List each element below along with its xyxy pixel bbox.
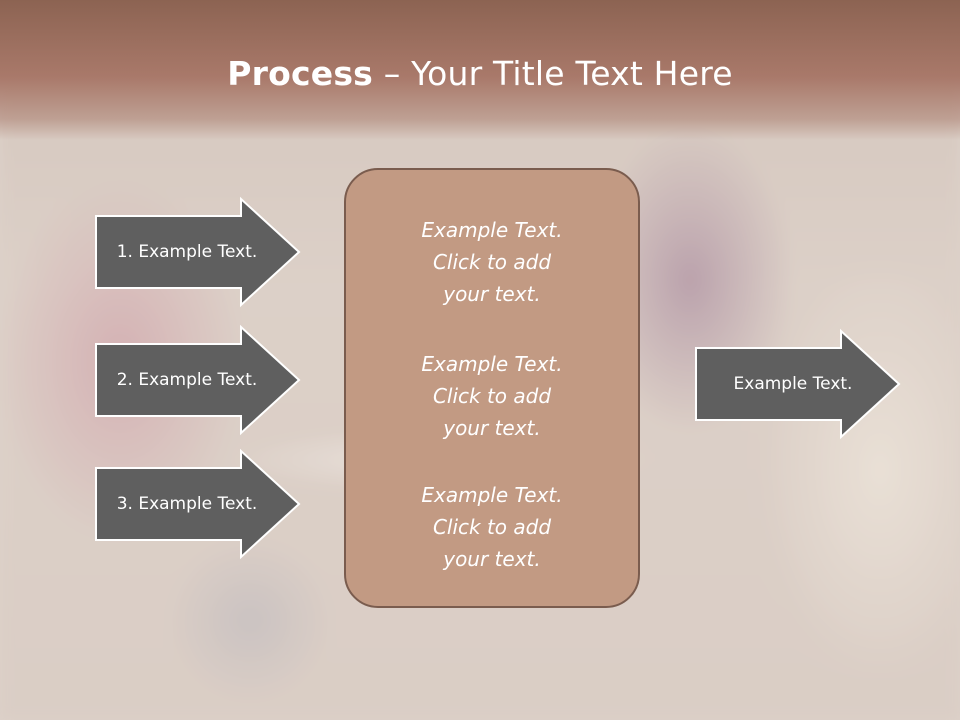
- title-rest: – Your Title Text Here: [373, 54, 733, 93]
- right-arrow-label: Example Text.: [733, 374, 853, 394]
- center-text-box[interactable]: Example Text. Click to add your text. Ex…: [344, 168, 640, 608]
- center-text-block-1[interactable]: Example Text. Click to add your text.: [421, 218, 563, 306]
- center-text-block-2[interactable]: Example Text. Click to add your text.: [421, 352, 563, 440]
- right-arrow[interactable]: Example Text.: [695, 328, 901, 440]
- arrow-right-shape: [695, 328, 901, 440]
- left-arrow-2-label: 2. Example Text.: [116, 370, 258, 390]
- left-arrow-2[interactable]: 2. Example Text.: [95, 324, 301, 436]
- left-arrow-3-label: 3. Example Text.: [116, 494, 258, 514]
- title-bar: [0, 0, 960, 140]
- arrow-right-shape: [95, 196, 301, 308]
- center-text-block-3[interactable]: Example Text. Click to add your text.: [421, 483, 563, 571]
- arrow-right-shape: [95, 448, 301, 560]
- left-arrow-1[interactable]: 1. Example Text.: [95, 196, 301, 308]
- title-bold: Process: [227, 54, 374, 93]
- slide-title[interactable]: Process – Your Title Text Here: [0, 54, 960, 93]
- left-arrow-3[interactable]: 3. Example Text.: [95, 448, 301, 560]
- left-arrow-1-label: 1. Example Text.: [116, 242, 258, 262]
- arrow-right-shape: [95, 324, 301, 436]
